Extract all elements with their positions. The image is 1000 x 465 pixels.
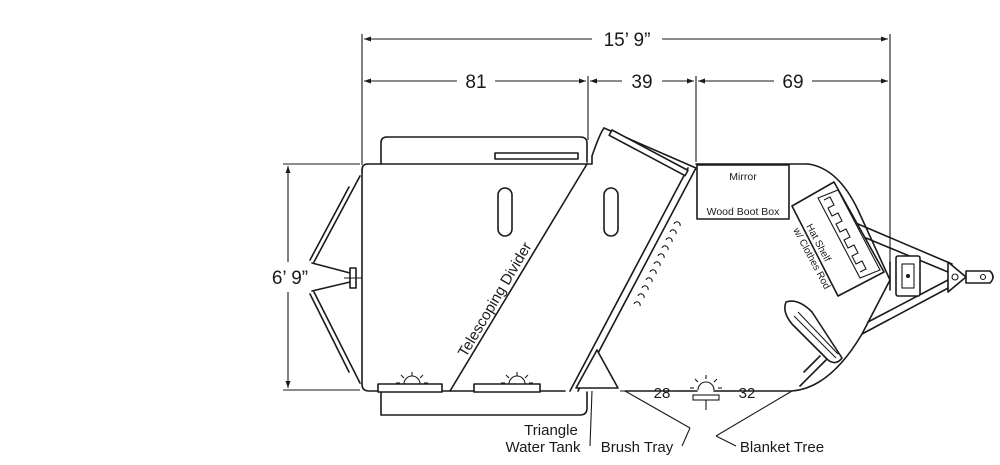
rear-doors [309, 175, 362, 384]
telescoping-divider-label: Telescoping Divider [455, 239, 536, 360]
rear-window-left [497, 187, 513, 237]
hitch-coupler [947, 261, 967, 293]
wood-boot-box [696, 164, 790, 220]
triangle-label-line2: Water Tank [505, 439, 581, 456]
dimension-segments: 81 39 69 [364, 72, 888, 162]
rear-compartment [361, 127, 619, 416]
blanket-tree [784, 300, 843, 387]
tray-right-dim: 32 [739, 385, 756, 402]
floor-light-left [377, 383, 443, 393]
dimension-width: 6’ 9” [272, 163, 360, 391]
segment-69-label: 69 [782, 72, 803, 93]
blanket-tree-label: Blanket Tree [740, 439, 824, 456]
saddle-bar [494, 152, 579, 160]
dressing-room: Mirror Wood Boot Box Hat Shelf w/ Clothe… [624, 163, 891, 392]
dimension-overall: 15’ 9” [361, 30, 891, 270]
width-label: 6’ 9” [272, 268, 308, 289]
mirror-label: Mirror [729, 171, 757, 183]
triangle-water-tank: Triangle Water Tank [505, 349, 619, 456]
divider-top-bar [608, 129, 689, 177]
halter-hooks [633, 221, 681, 307]
brush-tray: 28 32 Brush Tray Blanket Tree [601, 375, 824, 456]
segment-39-label: 39 [631, 72, 652, 93]
rear-window-right [603, 187, 619, 237]
telescoping-divider: Telescoping Divider [449, 127, 697, 392]
triangle-label-line1: Triangle [524, 422, 578, 439]
hitch-tongue [857, 223, 994, 335]
tray-left-dim: 28 [654, 385, 671, 402]
segment-81-label: 81 [465, 72, 486, 93]
light-icon-right [501, 372, 533, 385]
floor-light-right [473, 383, 541, 393]
overall-length-label: 15’ 9” [604, 30, 651, 51]
wood-boot-box-label: Wood Boot Box [707, 206, 781, 218]
hat-shelf-zigzag [823, 196, 867, 273]
brush-tray-label: Brush Tray [601, 439, 674, 456]
light-icon-left [396, 372, 428, 385]
light-icon-center [690, 375, 722, 410]
